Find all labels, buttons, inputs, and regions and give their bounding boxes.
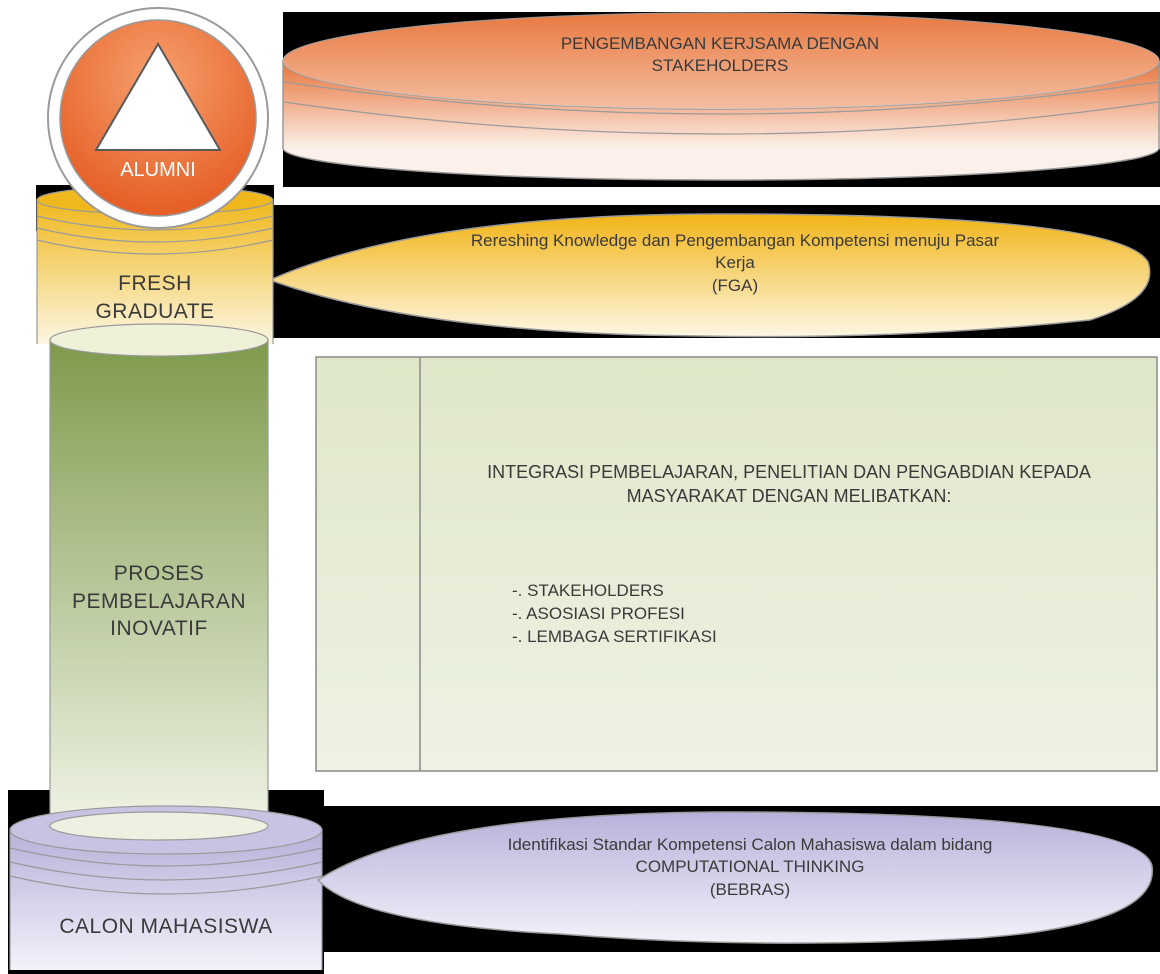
integration-title-line: MASYARAKAT DENGAN MELIBATKAN: (626, 485, 952, 506)
stakeholders-label: PENGEMBANGAN KERJSAMA DENGAN STAKEHOLDER… (430, 33, 1010, 78)
triangle-icon (94, 42, 222, 151)
alumni-label: ALUMNI (96, 157, 220, 183)
fga-label: Rereshing Knowledge dan Pengembangan Kom… (330, 230, 1140, 297)
bebras-line: Identifikasi Standar Kompetensi Calon Ma… (507, 835, 993, 854)
fga-line: Kerja (715, 253, 755, 273)
bebras-line: COMPUTATIONAL THINKING (635, 857, 865, 877)
integration-title-line: INTEGRASI PEMBELAJARAN, PENELITIAN DAN P… (487, 462, 1091, 482)
fresh-graduate-line: FRESH (118, 272, 192, 295)
column-calon-mahasiswa (9, 805, 323, 970)
integration-list: -. STAKEHOLDERS -. ASOSIASI PROFESI -. L… (512, 580, 717, 649)
bebras-label: Identifikasi Standar Kompetensi Calon Ma… (380, 834, 1120, 901)
fga-line: (FGA) (711, 275, 759, 295)
list-item: -. LEMBAGA SERTIFIKASI (512, 626, 717, 646)
column-proses (49, 323, 269, 840)
bebras-oval (316, 811, 1153, 944)
proses-line: PEMBELAJARAN (71, 589, 247, 613)
fresh-graduate-line: GRADUATE (95, 299, 215, 323)
proses-line: INOVATIF (110, 617, 208, 641)
proses-line: PROSES (113, 562, 205, 585)
integration-title: INTEGRASI PEMBELAJARAN, PENELITIAN DAN P… (422, 461, 1156, 509)
fresh-graduate-label: FRESH GRADUATE (37, 270, 273, 325)
list-item: -. ASOSIASI PROFESI (512, 603, 685, 623)
bebras-line: (BEBRAS) (709, 879, 791, 899)
alumni-label-text: ALUMNI (120, 159, 196, 181)
integration-box (315, 356, 1158, 772)
stakeholders-line: STAKEHOLDERS (651, 56, 789, 76)
proses-label: PROSES PEMBELAJARAN INOVATIF (50, 560, 268, 643)
stakeholders-oval (282, 12, 1160, 181)
fga-line: Rereshing Knowledge dan Pengembangan Kom… (470, 231, 1000, 250)
calon-mahasiswa-label: CALON MAHASISWA (10, 913, 322, 941)
alumni-badge (47, 7, 269, 229)
calon-mahasiswa-text: CALON MAHASISWA (59, 915, 273, 938)
stakeholders-line: PENGEMBANGAN KERJSAMA DENGAN (560, 34, 880, 53)
fga-oval (267, 213, 1151, 338)
list-item: -. STAKEHOLDERS (512, 581, 664, 600)
